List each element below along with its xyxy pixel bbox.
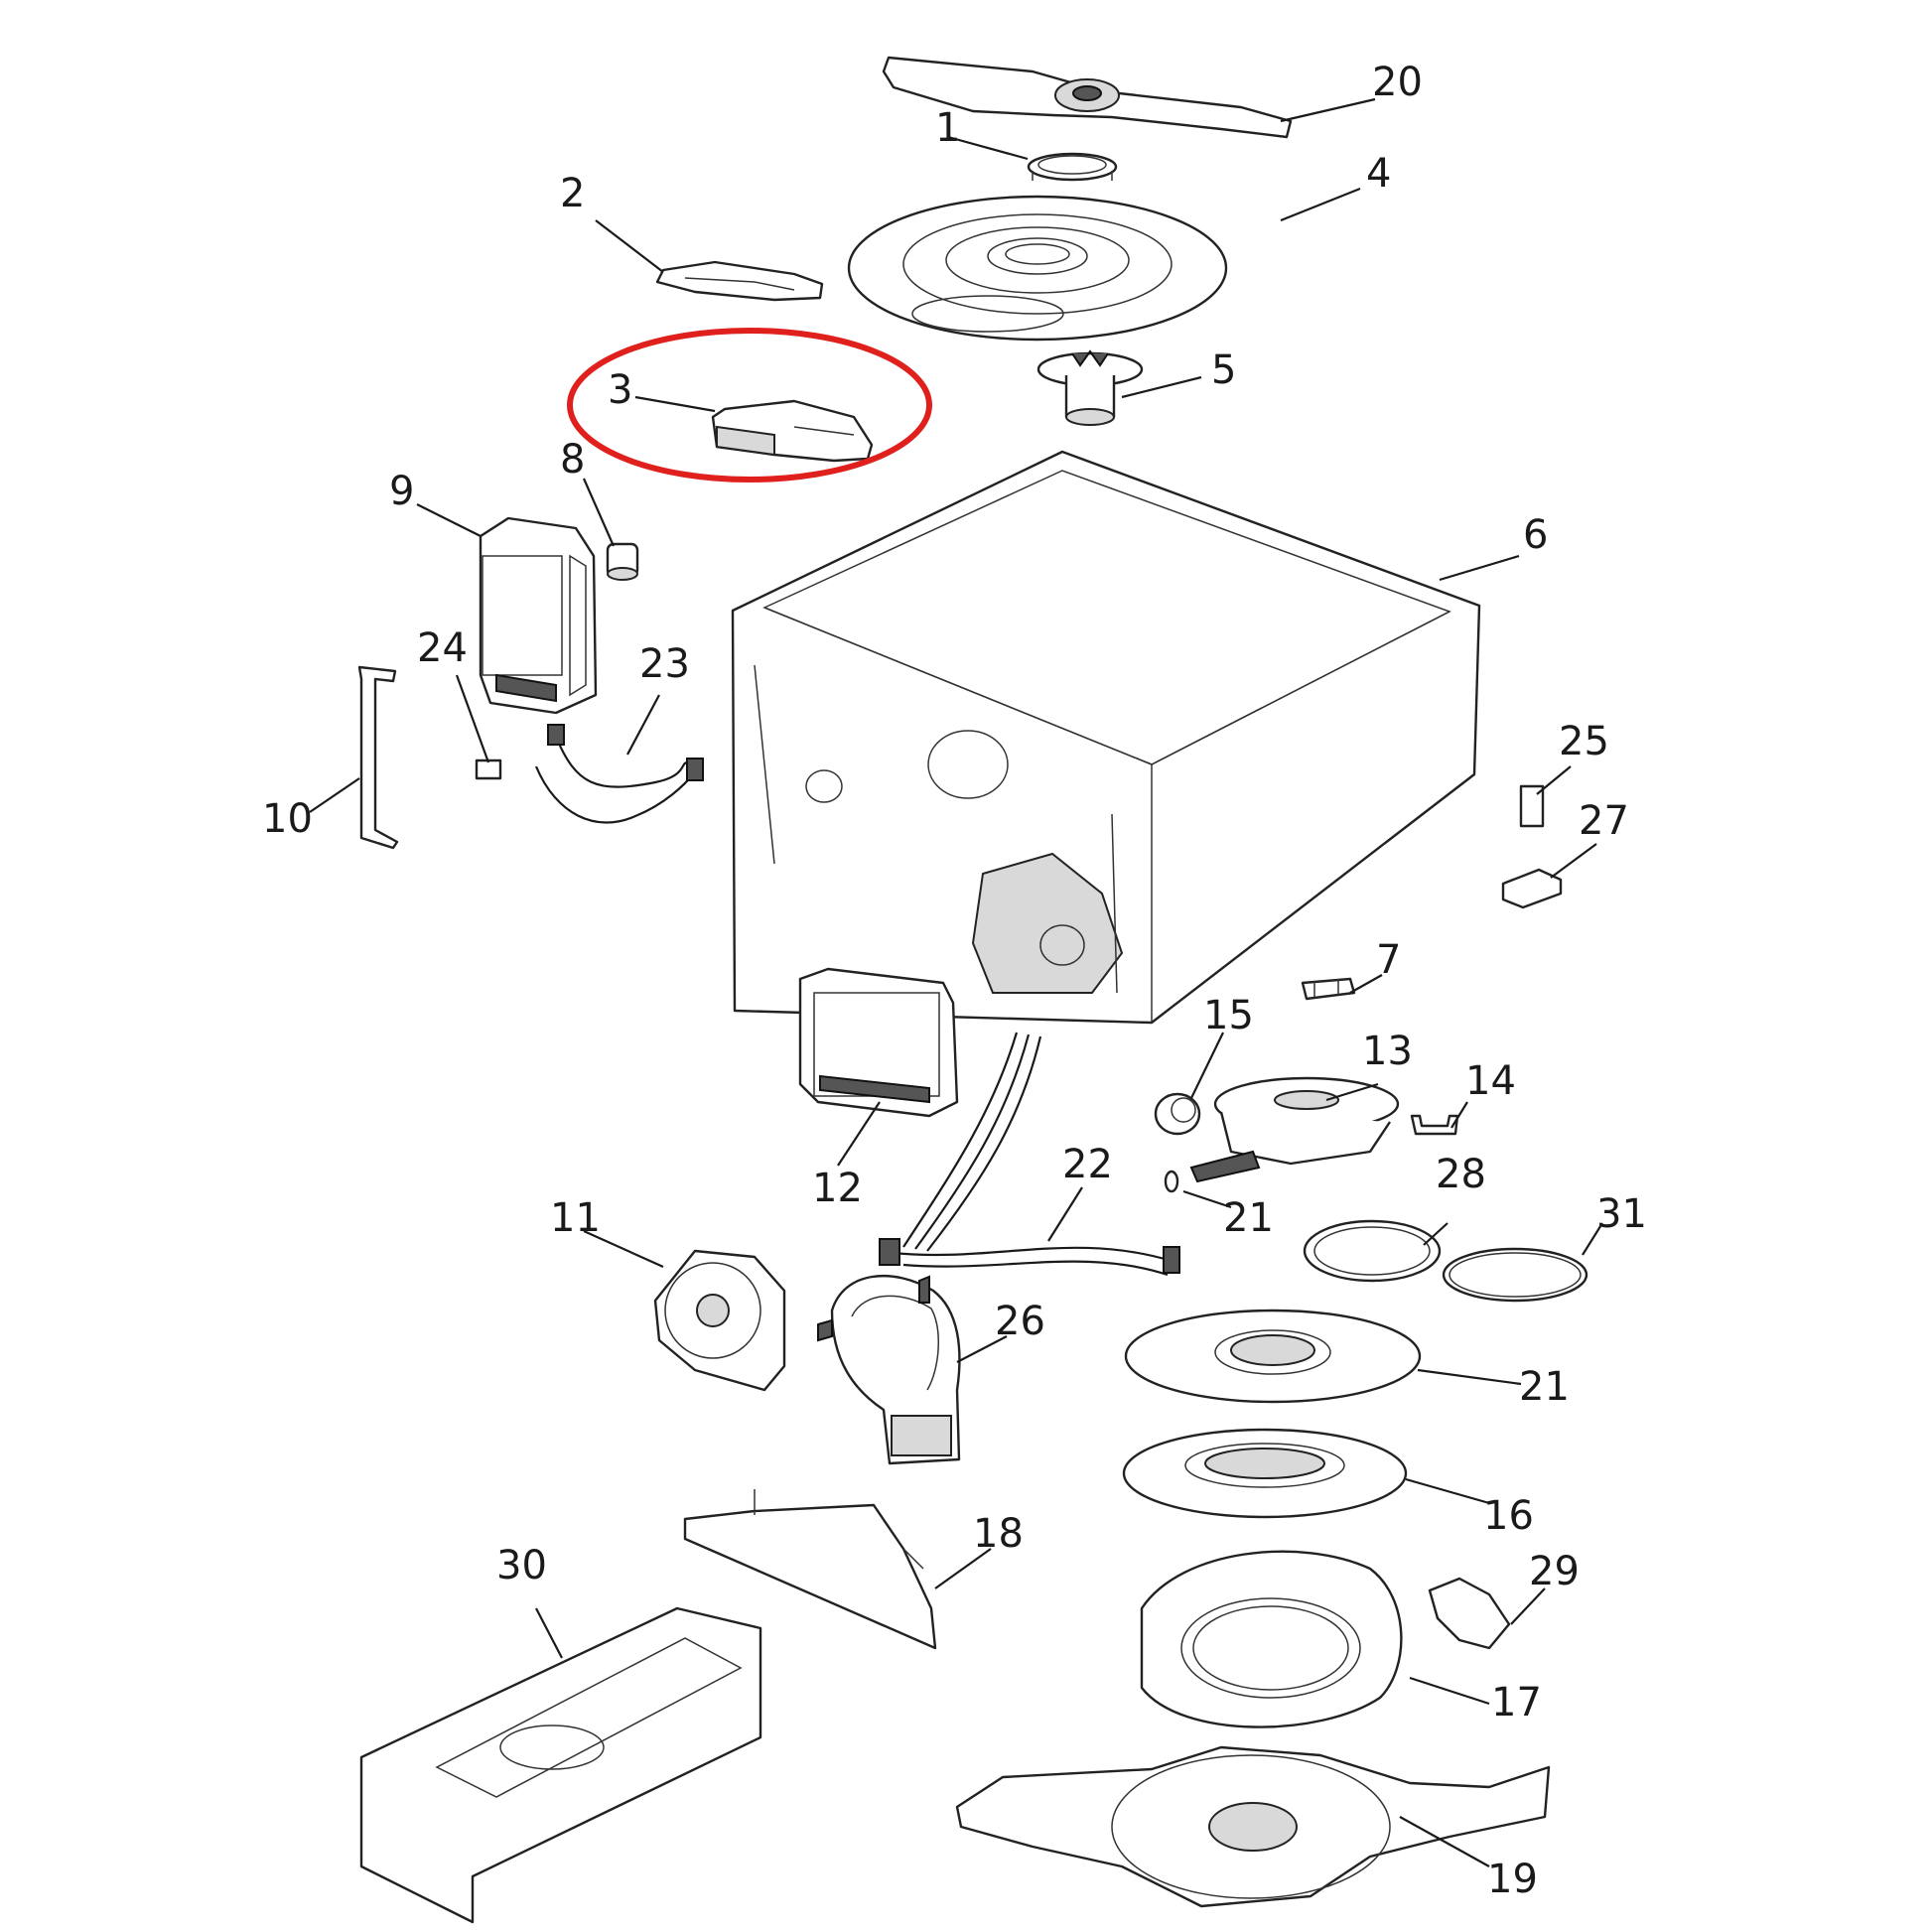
label-plate[interactable]: [1519, 784, 1545, 828]
callout-29: 29: [1529, 1549, 1580, 1594]
u-clip[interactable]: [1410, 1114, 1459, 1136]
callout-19: 19: [1487, 1857, 1538, 1902]
callout-15: 15: [1203, 993, 1254, 1038]
callout-26: 26: [995, 1299, 1045, 1344]
callout-6: 6: [1523, 512, 1548, 558]
check-valve[interactable]: [1154, 1092, 1201, 1136]
large-o-ring[interactable]: [1442, 1247, 1588, 1303]
callout-21b: 21: [1519, 1364, 1570, 1410]
callout-20: 20: [1372, 60, 1423, 105]
sump-cover[interactable]: [1122, 1428, 1408, 1519]
callout-28: 28: [1436, 1152, 1486, 1197]
callout-16: 16: [1483, 1493, 1534, 1539]
callout-25: 25: [1559, 719, 1609, 764]
base-pan[interactable]: [955, 1745, 1551, 1908]
callout-27: 27: [1579, 798, 1629, 844]
small-valve-plug[interactable]: [606, 542, 639, 581]
callout-9: 9: [389, 469, 414, 514]
leader-lines: [309, 97, 1603, 1867]
lower-base-tray[interactable]: [359, 1606, 762, 1924]
callout-30: 30: [496, 1543, 547, 1588]
small-o-ring[interactable]: [1164, 1170, 1179, 1193]
callout-11: 11: [550, 1195, 601, 1241]
clamp-ring[interactable]: [1303, 1219, 1442, 1283]
highlight-circle: [567, 328, 932, 483]
callout-31: 31: [1596, 1191, 1647, 1237]
callout-14: 14: [1465, 1058, 1516, 1104]
callout-12: 12: [812, 1166, 863, 1211]
control-board[interactable]: [798, 967, 959, 1118]
callout-1: 1: [935, 105, 960, 151]
callout-10: 10: [262, 796, 313, 842]
wire-harness-upper[interactable]: [534, 724, 704, 824]
callout-3: 3: [608, 367, 632, 413]
callout-5: 5: [1211, 347, 1236, 393]
drain-pump-fan[interactable]: [653, 1249, 786, 1392]
wash-pump-hub[interactable]: [1036, 349, 1144, 426]
callout-18: 18: [973, 1511, 1024, 1557]
callout-labels: 1 2 3 4 5 6 7 8 9 10 11 12 13 14 15 16 1…: [262, 60, 1647, 1902]
base-gasket-plate[interactable]: [1124, 1309, 1422, 1404]
oval-gasket[interactable]: [655, 260, 824, 302]
callout-2: 2: [560, 171, 585, 216]
callout-17: 17: [1491, 1680, 1542, 1725]
callout-24: 24: [417, 625, 468, 671]
callout-8: 8: [560, 437, 585, 483]
small-latch[interactable]: [1501, 868, 1563, 909]
callout-21a: 21: [1223, 1195, 1274, 1241]
wire-harness-lower[interactable]: [879, 1032, 1180, 1277]
callout-23: 23: [639, 641, 690, 687]
callout-7: 7: [1376, 937, 1401, 983]
highlighted-filter-component[interactable]: [711, 399, 874, 463]
small-clip[interactable]: [475, 759, 502, 780]
dishwasher-tub[interactable]: [731, 450, 1481, 1025]
sump-bracket[interactable]: [817, 1274, 961, 1465]
small-duct[interactable]: [1428, 1577, 1511, 1650]
upper-spray-arm[interactable]: [882, 56, 1293, 139]
side-panel[interactable]: [683, 1489, 937, 1650]
pump-housing[interactable]: [1189, 1076, 1400, 1183]
side-bracket[interactable]: [357, 665, 399, 850]
cover-disc[interactable]: [847, 195, 1228, 342]
pin-connector[interactable]: [1301, 977, 1356, 1001]
callout-22: 22: [1062, 1142, 1113, 1187]
dispenser-module[interactable]: [479, 516, 598, 715]
spray-arm-mount-ring[interactable]: [1027, 152, 1118, 182]
filter-frame[interactable]: [1140, 1550, 1403, 1728]
callout-13: 13: [1362, 1029, 1413, 1074]
callout-4: 4: [1366, 151, 1391, 197]
